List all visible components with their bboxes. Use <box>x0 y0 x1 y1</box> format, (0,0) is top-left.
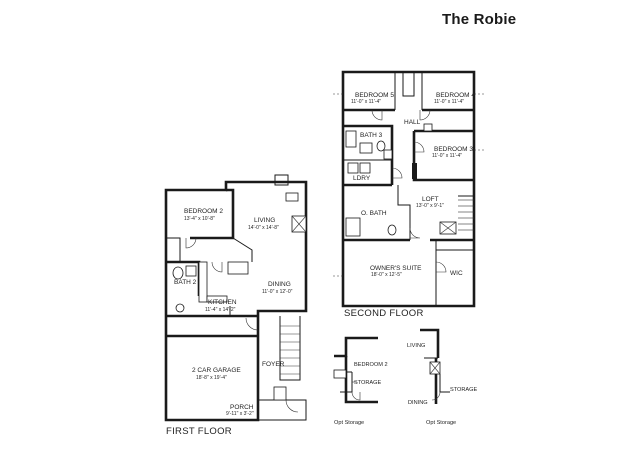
room-label-garage: 2 CAR GARAGE <box>192 367 241 374</box>
plan-title: The Robie <box>442 11 517 28</box>
option-storage-bedroom: BEDROOM 2 STORAGE Opt Storage <box>333 336 388 426</box>
room-label-bath2: BATH 2 <box>174 279 197 286</box>
room-label-bedroom4: BEDROOM 4 <box>436 92 475 99</box>
dryer-icon <box>359 162 371 174</box>
sink-icon <box>185 265 197 277</box>
room-dims-bedroom5: 11'-0" x 11'-4" <box>351 99 381 105</box>
kitchen-island <box>227 261 249 275</box>
option2-dining-label: DINING <box>408 400 428 406</box>
water-heater-icon <box>175 303 185 313</box>
room-label-bedroom3: BEDROOM 3 <box>434 146 473 153</box>
first-floor-stairs <box>280 325 300 375</box>
option1-caption: Opt Storage <box>334 420 364 426</box>
toilet-icon <box>172 266 184 280</box>
washer-icon <box>347 162 359 174</box>
room-label-bedroom5: BEDROOM 5 <box>355 92 394 99</box>
room-dims-garage: 18'-8" x 19'-4" <box>196 375 227 381</box>
room-dims-bedroom4: 11'-0" x 11'-4" <box>434 99 464 105</box>
option2-storage-label: STORAGE <box>450 387 478 393</box>
room-dims-kitchen: 11'-4" x 14'-2" <box>205 307 236 313</box>
room-dims-porch: 9'-11" x 3'-2" <box>226 411 254 417</box>
room-label-loft: LOFT <box>422 196 439 203</box>
second-floor-label: SECOND FLOOR <box>344 308 424 319</box>
room-label-ldry: LDRY <box>353 175 371 182</box>
room-label-foyer: FOYER <box>262 361 285 368</box>
option1-room-label: BEDROOM 2 <box>354 362 388 368</box>
room-label-bedroom2: BEDROOM 2 <box>184 208 223 215</box>
room-dims-bedroom2: 13'-4" x 10'-8" <box>184 216 215 222</box>
room-label-wic: WIC <box>450 270 463 277</box>
room-label-living: LIVING <box>254 217 275 224</box>
option-storage-living: LIVING STORAGE DINING Opt Storage <box>407 328 478 426</box>
option1-storage-label: STORAGE <box>354 380 382 386</box>
room-label-porch: PORCH <box>230 404 254 411</box>
tub-icon <box>345 130 357 148</box>
room-label-hall: HALL <box>404 119 421 126</box>
second-floor-stairs <box>458 199 474 231</box>
room-label-obath: O. BATH <box>361 210 387 217</box>
room-label-suite: OWNER'S SUITE <box>370 265 422 272</box>
room-dims-bedroom3: 11'-0" x 11'-4" <box>432 153 462 159</box>
room-label-dining: DINING <box>268 281 291 288</box>
option2-caption: Opt Storage <box>426 420 456 426</box>
room-dims-dining: 11'-0" x 12'-0" <box>262 289 293 295</box>
room-dims-suite: 18'-0" x 12'-5" <box>371 272 402 278</box>
option2-living-label: LIVING <box>407 343 425 349</box>
room-label-kitchen: KITCHEN <box>208 299 237 306</box>
first-floor-plan: BEDROOM 2 13'-4" x 10'-8" LIVING 14'-0" … <box>164 174 308 437</box>
room-dims-living: 14'-0" x 14'-8" <box>248 225 279 231</box>
room-label-bath3: BATH 3 <box>360 132 383 139</box>
first-floor-label: FIRST FLOOR <box>166 426 232 437</box>
second-floor-plan: BEDROOM 5 11'-0" x 11'-4" BEDROOM 4 11'-… <box>333 70 484 319</box>
room-dims-loft: 13'-0" x 9'-1" <box>416 203 444 209</box>
